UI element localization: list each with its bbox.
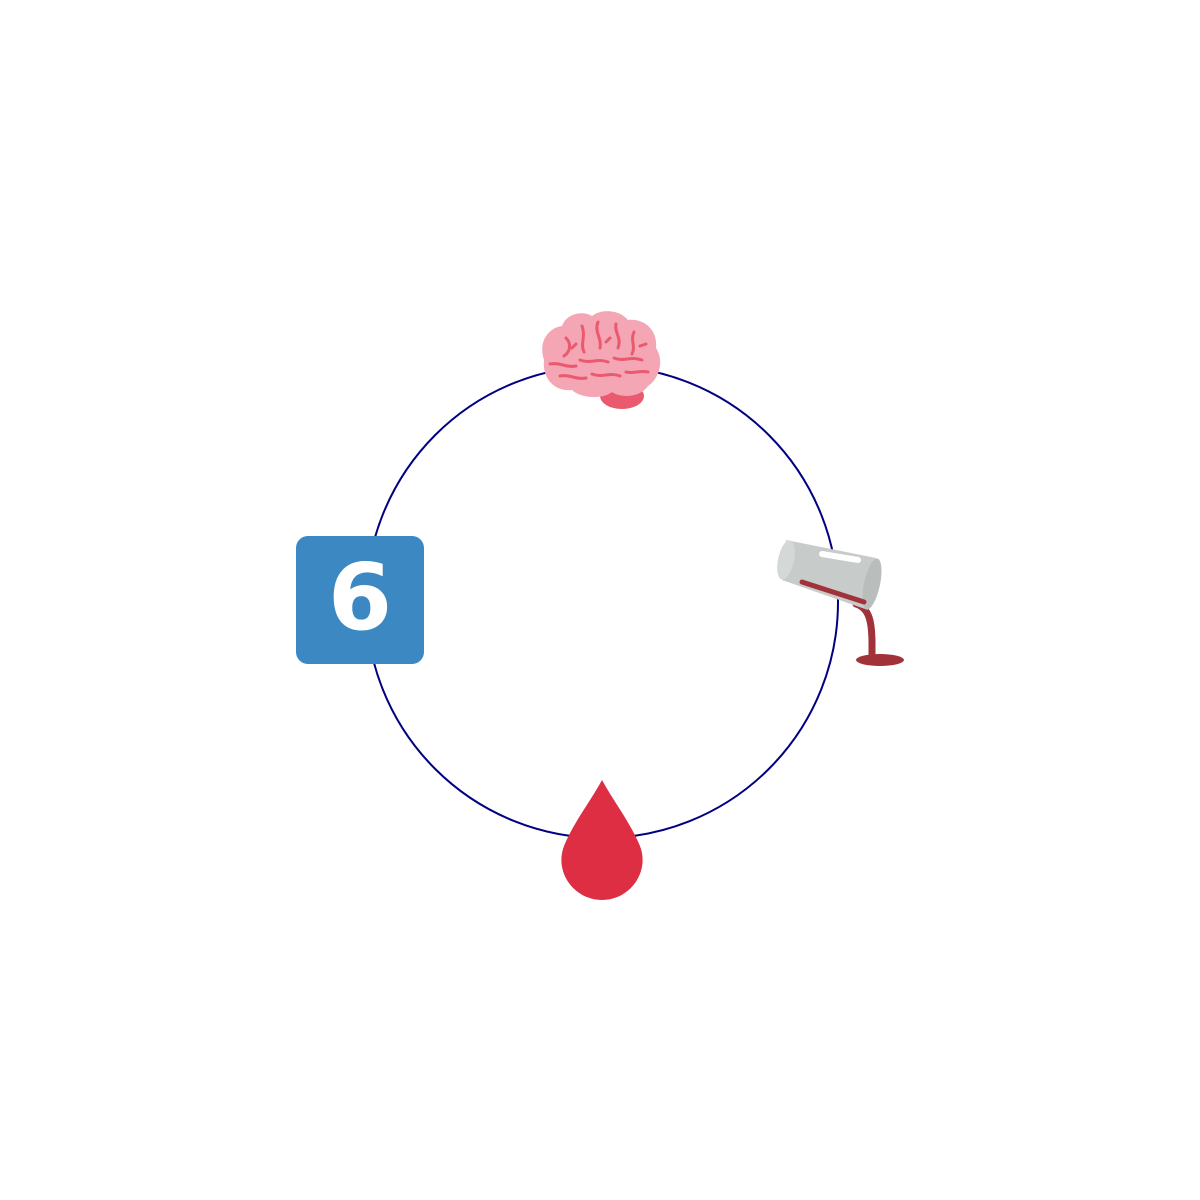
brain-node (536, 308, 664, 412)
blood-drop-node (556, 776, 648, 904)
brain-icon (542, 311, 661, 409)
ring-circle (365, 365, 839, 839)
keycap-six-icon: 6 (296, 536, 424, 664)
blood-drop-icon (561, 780, 643, 900)
spilling-glass-node (772, 534, 908, 668)
keycap-six-label: 6 (327, 544, 392, 651)
spilling-glass-icon (777, 540, 904, 666)
